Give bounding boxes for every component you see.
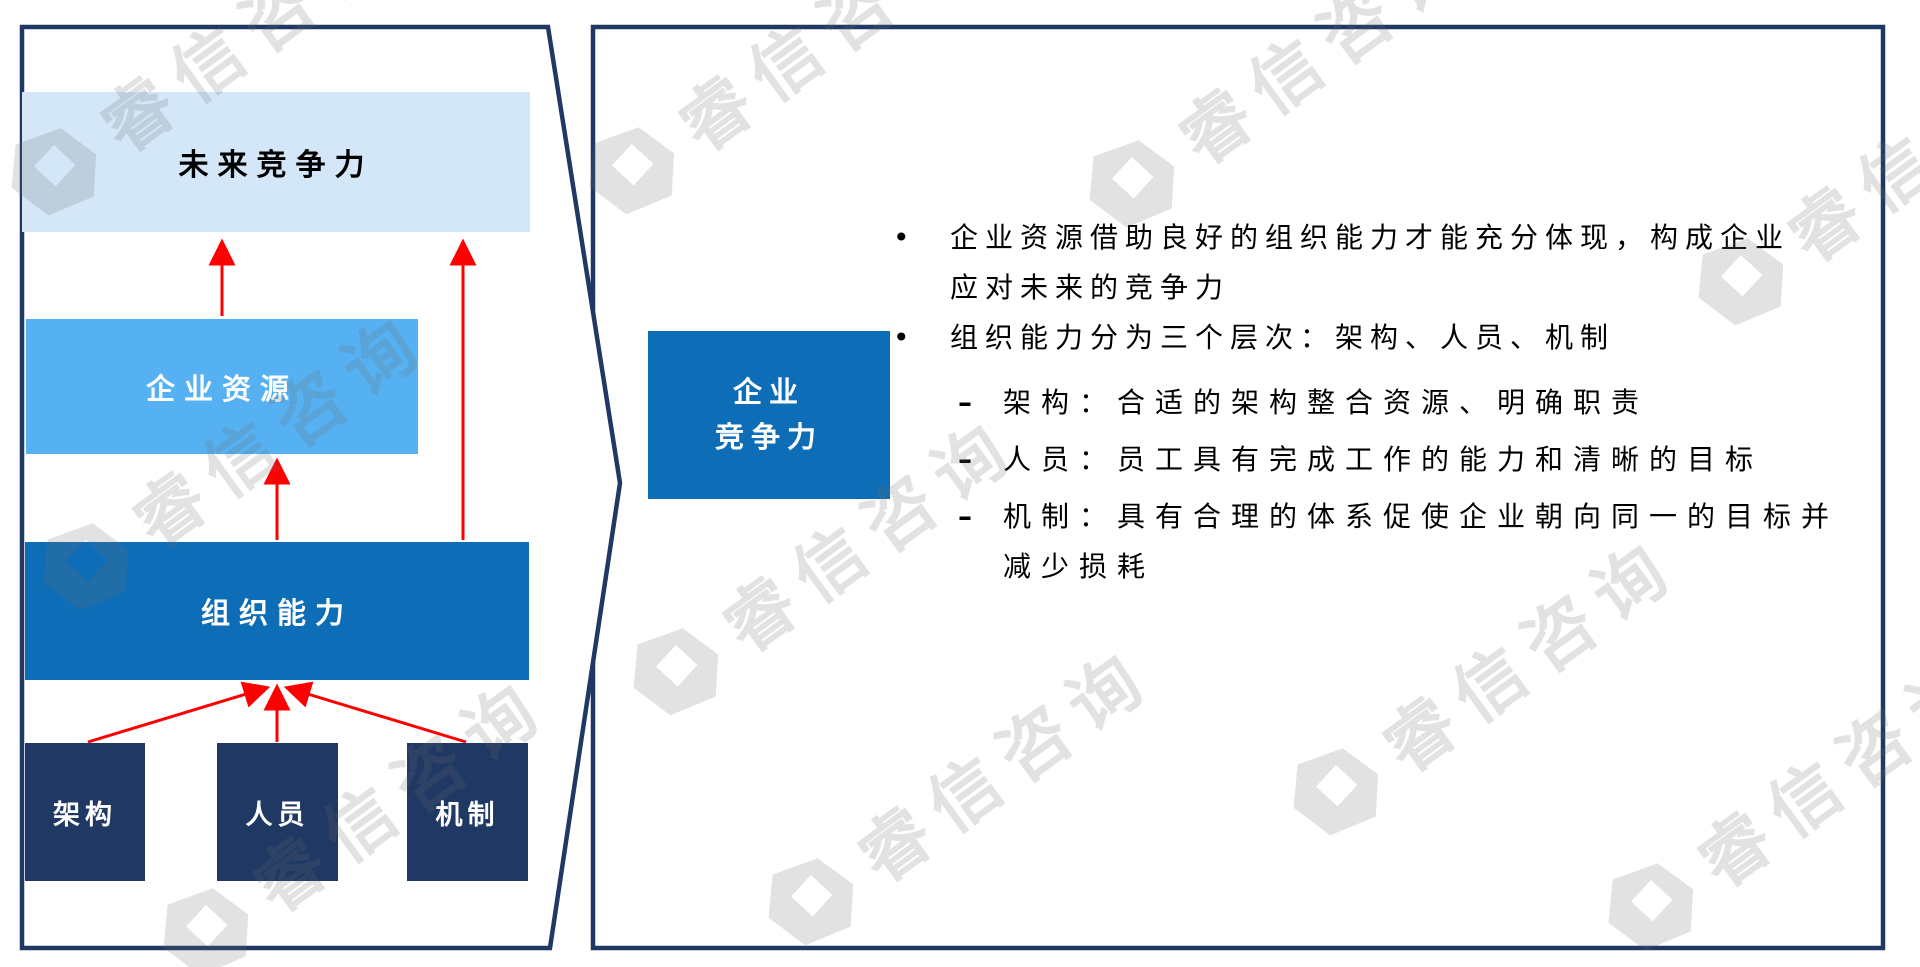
sub-bullet-item: –架构：合适的架构整合资源、明确职责 (893, 378, 1893, 428)
enterprise-competitiveness-line1: 企业 (732, 375, 805, 409)
people-box: 人员 (217, 743, 338, 881)
architecture-box: 架构 (25, 743, 145, 881)
bullet-item: • 组织能力分为三个层次：架构、人员、机制 (893, 313, 1893, 363)
bullet-line: 减少损耗 (1003, 550, 1156, 583)
bullet-lines: 人员：员工具有完成工作的能力和清晰的目标 (1003, 435, 1763, 485)
future-competitiveness-box: 未来竞争力 (22, 92, 530, 232)
bullet-line: 组织能力分为三个层次：架构、人员、机制 (950, 321, 1616, 354)
mechanism-label: 机制 (435, 799, 500, 831)
org-capability-label: 组织能力 (200, 596, 353, 630)
enterprise-resources-label: 企业资源 (145, 371, 298, 406)
enterprise-resources-box: 企业资源 (26, 319, 418, 454)
bullet-marker: – (958, 500, 972, 533)
sub-bullet-item: –人员：员工具有完成工作的能力和清晰的目标 (893, 435, 1893, 485)
bullet-lines: 架构：合适的架构整合资源、明确职责 (1003, 378, 1649, 428)
bullet-line: 人员：员工具有完成工作的能力和清晰的目标 (1003, 443, 1764, 476)
bullet-line: 架构：合适的架构整合资源、明确职责 (1003, 386, 1650, 419)
bullet-item: • 企业资源借助良好的组织能力才能充分体现，构成企业应对未来的竞争力 (893, 213, 1893, 313)
arrow-group (87, 238, 477, 744)
org-capability-box: 组织能力 (25, 542, 529, 680)
arrow-architecture-to-orgcap (87, 681, 271, 744)
bullet-marker: • (893, 321, 910, 354)
bullet-line: 机制：具有合理的体系促使企业朝向同一的目标并 (1003, 500, 1840, 533)
bullet-marker: • (893, 221, 910, 254)
arrow-mechanism-to-orgcap (283, 681, 467, 744)
mechanism-box: 机制 (407, 743, 528, 881)
people-label: 人员 (245, 799, 310, 831)
bullet-lines: 组织能力分为三个层次：架构、人员、机制 (950, 313, 1615, 363)
enterprise-competitiveness-box: 企业 竞争力 (648, 331, 890, 499)
enterprise-competitiveness-line2: 竞争力 (714, 420, 823, 454)
future-competitiveness-label: 未来竞争力 (178, 148, 374, 183)
sub-bullet-item: –机制：具有合理的体系促使企业朝向同一的目标并减少损耗 (893, 492, 1893, 592)
bullet-lines: 企业资源借助良好的组织能力才能充分体现，构成企业应对未来的竞争力 (950, 213, 1790, 313)
bullet-line: 企业资源借助良好的组织能力才能充分体现，构成企业 (950, 221, 1791, 254)
architecture-label: 架构 (53, 799, 117, 831)
bullet-marker: – (958, 443, 972, 476)
bullet-text-block: • 企业资源借助良好的组织能力才能充分体现，构成企业应对未来的竞争力 • 组织能力分为… (893, 213, 1893, 599)
bullet-lines: 机制：具有合理的体系促使企业朝向同一的目标并减少损耗 (1003, 492, 1839, 592)
bullet-marker: – (958, 386, 972, 419)
bullet-line: 应对未来的竞争力 (950, 271, 1231, 304)
